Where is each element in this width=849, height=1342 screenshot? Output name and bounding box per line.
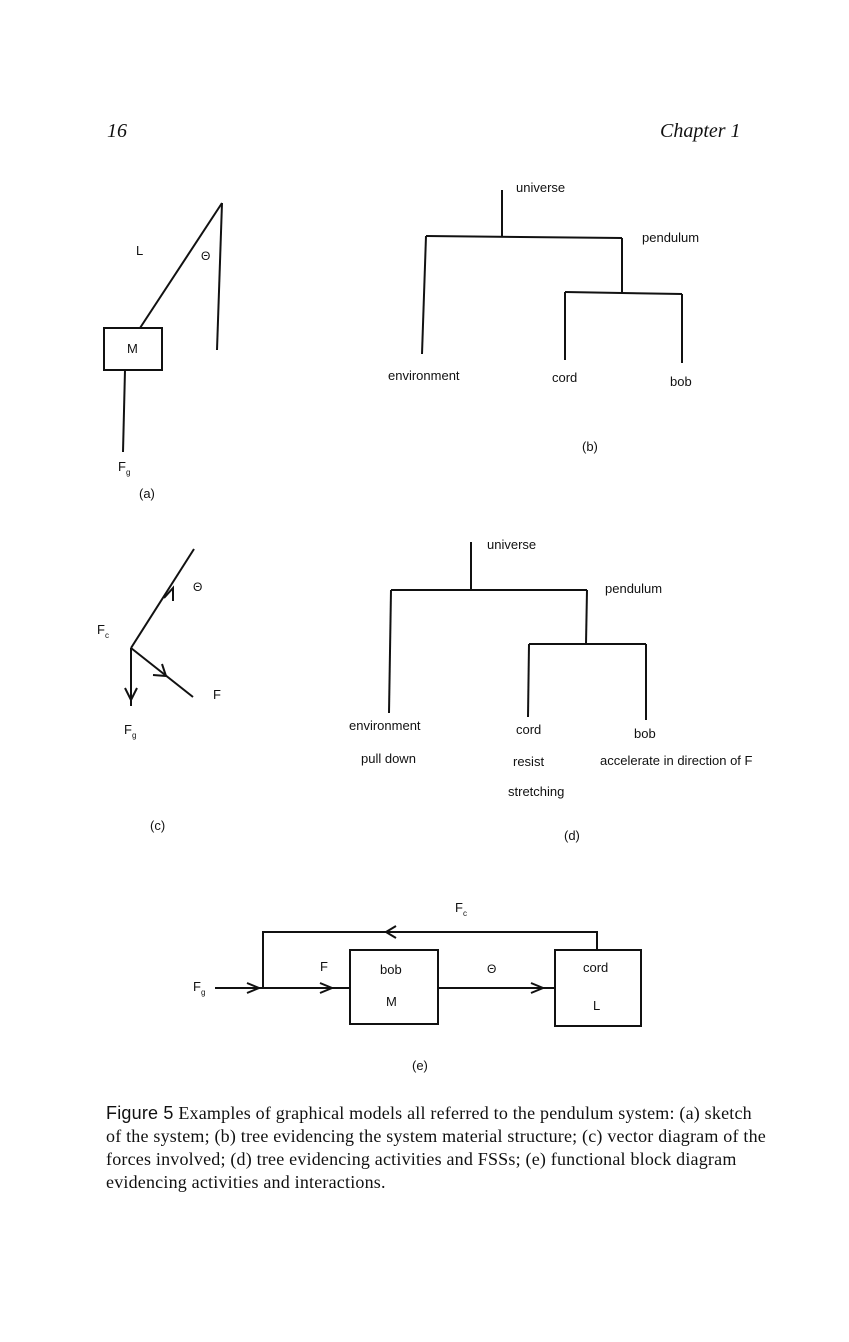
universe-label: universe (487, 537, 537, 552)
force-input-label: F (320, 959, 328, 974)
environment-label: environment (349, 718, 421, 733)
pendulum-label: pendulum (642, 230, 700, 245)
environment-label: environment (388, 368, 460, 383)
universe-branch (425, 235, 623, 239)
figure-caption-text: Examples of graphical models all referre… (106, 1103, 766, 1192)
resultant-force-arrowhead (152, 663, 168, 678)
cord-block-name: cord (583, 960, 609, 975)
gravity-force-label: Fg (118, 459, 131, 477)
gravity-input-label: Fg (193, 979, 206, 997)
panel-c-caption: (c) (150, 818, 166, 833)
panel-d-caption: (d) (564, 828, 580, 843)
pendulum-label: pendulum (605, 581, 663, 596)
theta-label: Θ (193, 580, 203, 594)
figure-label: Figure 5 (106, 1103, 174, 1123)
cord-leg (527, 643, 530, 718)
cord-force-vector (130, 548, 195, 649)
resultant-force-vector (130, 647, 194, 698)
universe-label: universe (516, 180, 566, 195)
resultant-force-label: F (213, 687, 221, 702)
page-number: 16 (107, 120, 127, 142)
feedback-force-label: Fc (455, 900, 467, 918)
bob-block-symbol: M (386, 994, 397, 1009)
bob-block-name: bob (380, 962, 402, 977)
environment-leg (388, 589, 392, 714)
theta-arrowhead (530, 982, 546, 994)
panel-c-vectors (124, 548, 195, 706)
force-to-bob-arrowhead (319, 982, 335, 994)
mass-label: M (127, 341, 138, 356)
cord-block-symbol: L (593, 998, 601, 1013)
length-label: L (136, 243, 144, 258)
panel-e-caption: (e) (412, 1058, 428, 1073)
gravity-vector (122, 369, 126, 453)
cord-activity-line-2: stretching (508, 784, 565, 799)
chapter-heading: Chapter 1 (660, 120, 741, 142)
cord-label: cord (552, 370, 578, 385)
cord-activity-line-1: resist (513, 754, 545, 769)
environment-activity: pull down (361, 751, 416, 766)
bob-label: bob (634, 726, 656, 741)
panel-e-block-diagram (215, 925, 642, 1027)
cord-label: cord (516, 722, 542, 737)
panel-b-caption: (b) (582, 439, 598, 454)
figure-caption: Figure 5 Examples of graphical models al… (106, 1102, 766, 1194)
pendulum-stem (585, 589, 588, 645)
pendulum-branch (564, 291, 683, 295)
panel-a-caption: (a) (139, 486, 155, 501)
environment-leg (421, 235, 427, 355)
bob-activity: accelerate in direction of F (600, 753, 753, 768)
bob-mass-box (103, 327, 163, 371)
feedback-arrowhead (384, 925, 397, 939)
feedback-loop-line (262, 931, 598, 988)
bob-label: bob (670, 374, 692, 389)
theta-label: Θ (487, 962, 497, 976)
gravity-force-label: Fg (124, 722, 137, 740)
panel-a-sketch (103, 202, 223, 453)
input-gravity-arrowhead (246, 982, 262, 994)
panel-b-tree (421, 190, 683, 363)
gravity-force-arrowhead (124, 687, 138, 703)
cord-force-arrowhead (163, 585, 174, 601)
panel-d-tree (388, 542, 647, 720)
cord-line (139, 202, 223, 329)
vertical-reference-line (216, 202, 223, 351)
theta-label: Θ (201, 249, 211, 263)
cord-force-label: Fc (97, 622, 109, 640)
